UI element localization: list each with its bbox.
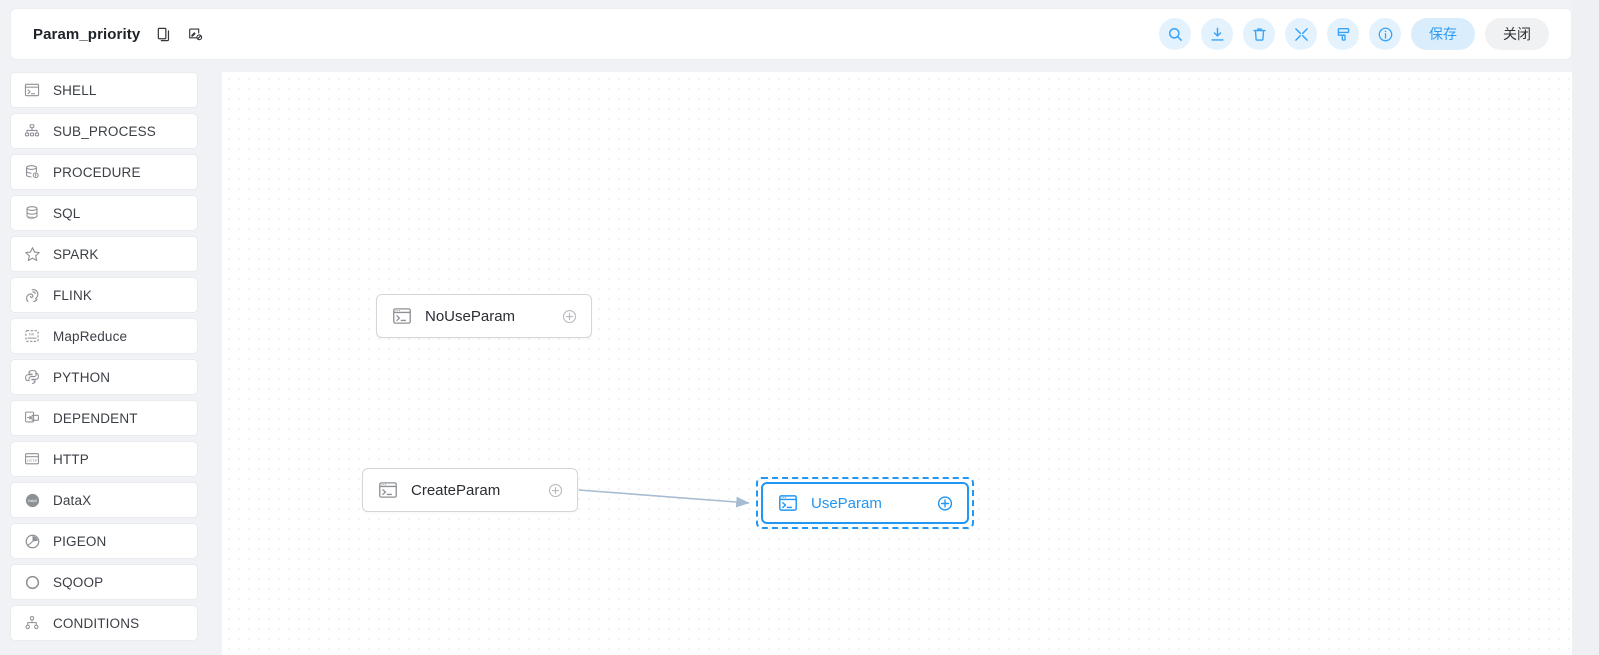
close-button[interactable]: 关闭	[1485, 18, 1549, 50]
sidebar-item-label: SHELL	[53, 82, 97, 98]
add-downstream-icon[interactable]	[937, 495, 953, 511]
sqoop-icon	[23, 573, 41, 591]
shell-icon	[23, 81, 41, 99]
workflow-canvas[interactable]: NoUseParam CreateParam	[222, 72, 1572, 655]
sidebar-item-sub-process[interactable]: SUB_PROCESS	[10, 113, 198, 149]
shell-icon	[777, 492, 799, 514]
python-icon	[23, 368, 41, 386]
fullscreen-button[interactable]	[1285, 18, 1317, 50]
sidebar-item-spark[interactable]: SPARK	[10, 236, 198, 272]
svg-text:SQL: SQL	[28, 216, 35, 220]
sidebar-item-label: SPARK	[53, 246, 99, 262]
sidebar-item-label: SQL	[53, 205, 81, 221]
download-button[interactable]	[1201, 18, 1233, 50]
node-use-param[interactable]: UseParam	[761, 482, 969, 524]
mapreduce-icon: MR	[23, 327, 41, 345]
conditions-icon	[23, 614, 41, 632]
search-button[interactable]	[1159, 18, 1191, 50]
sidebar-item-shell[interactable]: SHELL	[10, 72, 198, 108]
delete-button[interactable]	[1243, 18, 1275, 50]
edge-layer	[578, 489, 750, 508]
sidebar-item-procedure[interactable]: PROCEDURE	[10, 154, 198, 190]
sidebar-item-label: PROCEDURE	[53, 164, 141, 180]
sidebar-item-sql[interactable]: SQL SQL	[10, 195, 198, 231]
spark-star-icon	[23, 245, 41, 263]
page-title: Param_priority	[33, 25, 141, 43]
sidebar-item-label: HTTP	[53, 451, 89, 467]
svg-text:DataX: DataX	[28, 498, 38, 502]
save-button[interactable]: 保存	[1411, 18, 1475, 50]
editor-header: Param_priority	[10, 8, 1572, 60]
sidebar-item-sqoop[interactable]: SQOOP	[10, 564, 198, 600]
edit-note-icon[interactable]	[186, 25, 204, 43]
copy-icon[interactable]	[154, 25, 172, 43]
shell-icon	[391, 305, 413, 327]
svg-text:MR: MR	[29, 332, 35, 336]
shell-icon	[377, 479, 399, 501]
svg-text:HTTP: HTTP	[27, 458, 38, 463]
sidebar-item-label: FLINK	[53, 287, 93, 303]
pigeon-icon	[23, 532, 41, 550]
right-gutter	[1572, 0, 1599, 655]
sidebar-item-label: MapReduce	[53, 328, 128, 344]
sub-process-icon	[23, 122, 41, 140]
node-label: CreateParam	[411, 481, 501, 499]
sidebar-item-label: PYTHON	[53, 369, 111, 385]
sidebar-item-flink[interactable]: FLINK	[10, 277, 198, 313]
sidebar-item-http[interactable]: HTTP HTTP	[10, 441, 198, 477]
sidebar-item-dependent[interactable]: DEPENDENT	[10, 400, 198, 436]
sidebar-item-label: DataX	[53, 492, 92, 508]
add-downstream-icon[interactable]	[547, 482, 563, 498]
sidebar-item-datax[interactable]: DataX DataX	[10, 482, 198, 518]
sidebar-item-mapreduce[interactable]: MR MapReduce	[10, 318, 198, 354]
sidebar-item-python[interactable]: PYTHON	[10, 359, 198, 395]
node-no-use-param[interactable]: NoUseParam	[376, 294, 592, 338]
info-button[interactable]	[1369, 18, 1401, 50]
sidebar-item-label: CONDITIONS	[53, 615, 140, 631]
node-label: UseParam	[811, 494, 882, 512]
http-icon: HTTP	[23, 450, 41, 468]
sidebar-item-label: DEPENDENT	[53, 410, 138, 426]
datax-icon: DataX	[23, 491, 41, 509]
flink-squirrel-icon	[23, 286, 41, 304]
editor-toolbar: 保存 关闭	[1159, 18, 1571, 50]
sidebar-item-conditions[interactable]: CONDITIONS	[10, 605, 198, 641]
edge-create-param-to-use-param	[578, 489, 750, 508]
add-downstream-icon[interactable]	[561, 308, 577, 324]
node-label: NoUseParam	[425, 307, 516, 325]
sidebar-item-pigeon[interactable]: PIGEON	[10, 523, 198, 559]
sql-icon: SQL	[23, 204, 41, 222]
sidebar-item-label: SUB_PROCESS	[53, 123, 156, 139]
procedure-icon	[23, 163, 41, 181]
title-group: Param_priority	[11, 25, 204, 43]
sidebar-item-label: PIGEON	[53, 533, 107, 549]
sidebar-item-label: SQOOP	[53, 574, 104, 590]
dependent-icon	[23, 409, 41, 427]
task-type-sidebar[interactable]: SHELL SUB_PROCESS	[10, 72, 198, 655]
node-create-param[interactable]: CreateParam	[362, 468, 578, 512]
format-brush-button[interactable]	[1327, 18, 1359, 50]
